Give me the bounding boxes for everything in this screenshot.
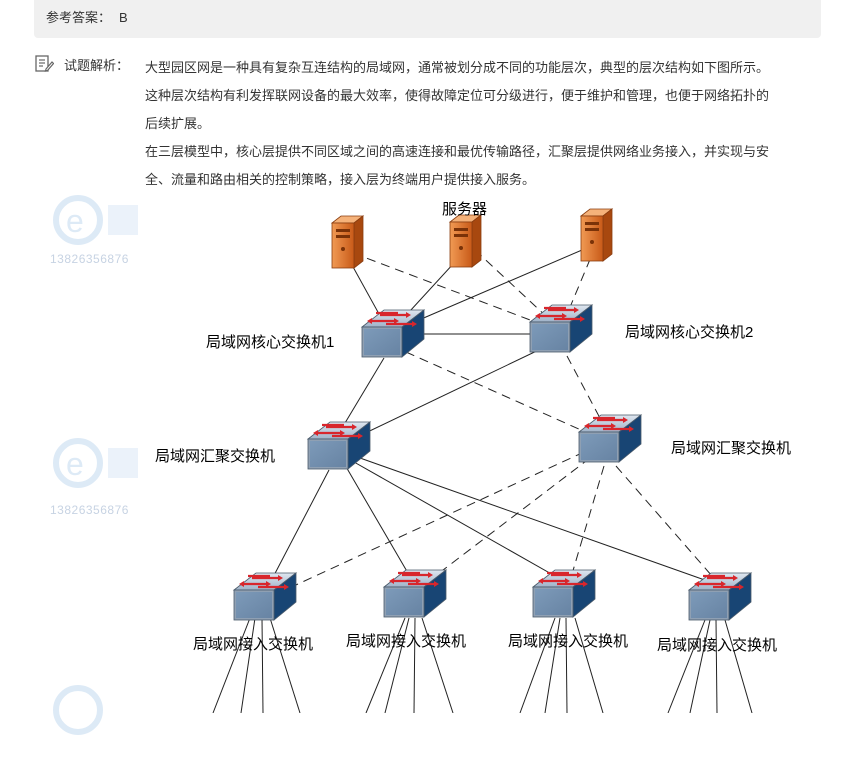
core-switch-2-label: 局域网核心交换机2 [625,323,753,341]
network-topology-diagram: 服务器 局域网核心交换机1 局域网核心交换机2 局域网汇聚交换机 局域网汇聚交换… [155,201,791,713]
explanation-paragraph-2: 在三层模型中，核心层提供不同区域之间的高速连接和最优传输路径，汇聚层提供网络业务… [145,138,825,194]
core-switch-2-icon [528,303,594,354]
paragraph-line: 在三层模型中，核心层提供不同区域之间的高速连接和最优传输路径，汇聚层提供网络业务… [145,144,770,159]
svg-text:e: e [66,203,84,239]
dashed-links [284,244,713,591]
aggregation-switch-2-label: 局域网汇聚交换机 [671,439,791,457]
core-switch-1-icon [360,308,426,359]
access-downlinks [212,617,753,713]
solid-links [269,243,717,585]
access-switch-4-icon [687,571,753,622]
paragraph-line: 全、流量和路由相关的控制策略，接入层为终端用户提供接入服务。 [145,172,536,187]
reference-answer-bar: 参考答案： B [34,0,821,38]
core-switch-1-label: 局域网核心交换机1 [206,333,334,351]
access-switch-3-label: 局域网接入交换机 [508,632,628,650]
aggregation-switch-1-icon [306,420,372,471]
svg-text:e: e [66,446,84,482]
explanation-paragraph-1: 大型园区网是一种具有复杂互连结构的局域网，通常被划分成不同的功能层次，典型的层次… [145,54,825,138]
access-switch-2-label: 局域网接入交换机 [346,632,466,650]
access-switch-1-label: 局域网接入交换机 [193,635,313,653]
paragraph-line: 这种层次结构有利发挥联网设备的最大效率，使得故障定位可分级进行，便于维护和管理，… [145,88,770,103]
paragraph-line: 后续扩展。 [145,116,211,131]
servers-label: 服务器 [442,201,487,218]
paragraph-line: 大型园区网是一种具有复杂互连结构的局域网，通常被划分成不同的功能层次，典型的层次… [145,60,770,75]
watermark-logo: e [53,438,138,488]
access-switch-3-icon [531,568,597,619]
server-icon [331,215,364,269]
aggregation-switch-1-label: 局域网汇聚交换机 [155,447,275,465]
aggregation-switch-2-icon [577,413,643,464]
watermark-phone: 13826356876 [50,252,129,266]
watermark-phone: 13826356876 [50,503,129,517]
edit-note-icon [35,55,54,72]
access-switch-4-label: 局域网接入交换机 [657,636,777,654]
server-icon [449,214,482,268]
server-icon [580,208,613,262]
access-switch-1-icon [232,571,298,622]
watermark-logo: e [53,195,138,245]
answer-value: B [119,10,128,25]
access-switch-2-icon [382,568,448,619]
explanation-label: 试题解析： [64,58,130,73]
answer-label: 参考答案： [46,10,112,25]
